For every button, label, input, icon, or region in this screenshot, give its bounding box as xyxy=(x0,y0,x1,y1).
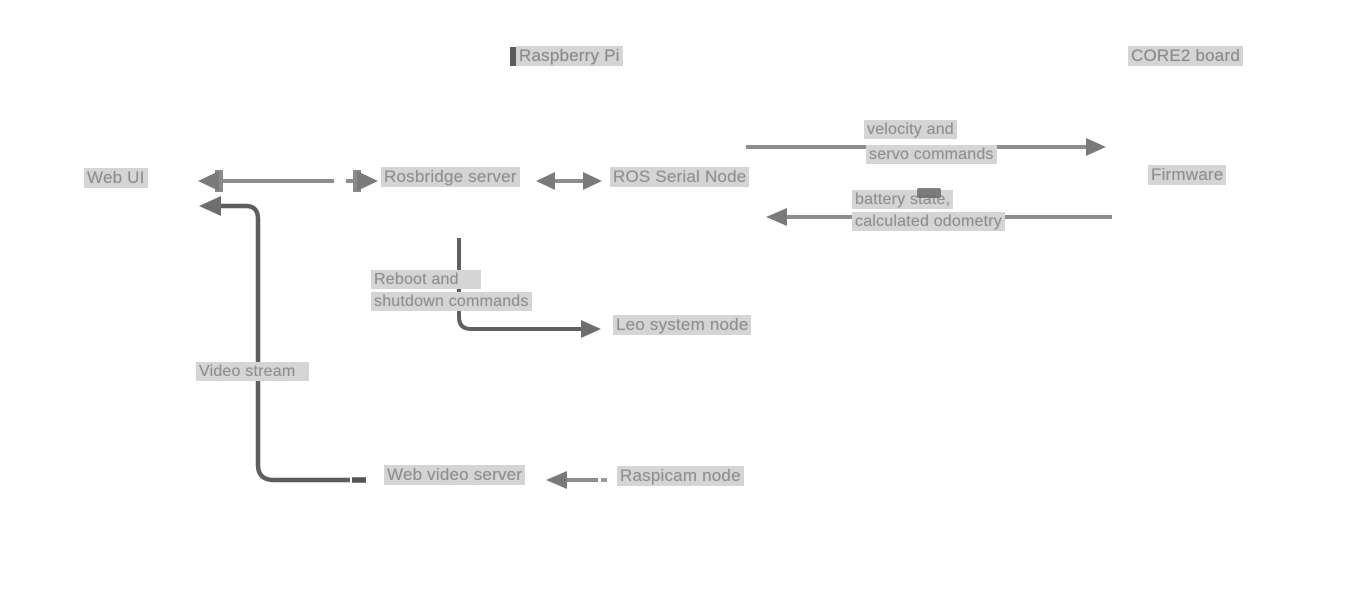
arrowhead-left-icon xyxy=(198,171,219,191)
edge-label-reboot-line1: Reboot and xyxy=(371,270,481,289)
node-web-video-server: Web video server xyxy=(384,465,526,485)
arrow-webui-rosbridge-bidirectional xyxy=(198,170,378,192)
arrow-rosbridge-to-leosystem xyxy=(457,238,601,338)
arrowhead-right-icon xyxy=(581,320,601,338)
node-raspicam-node: Raspicam node xyxy=(617,466,744,486)
arrowhead-right-icon xyxy=(357,171,378,191)
arrow-webvideo-to-webui xyxy=(199,196,366,483)
node-rosbridge-server: Rosbridge server xyxy=(381,167,520,187)
node-firmware: Firmware xyxy=(1148,165,1227,185)
node-leo-system-node: Leo system node xyxy=(613,315,752,335)
node-web-ui: Web UI xyxy=(84,168,148,188)
edge-label-video-stream: Video stream xyxy=(196,362,310,381)
title-marker xyxy=(510,47,516,66)
group-title-core2-board: CORE2 board xyxy=(1128,46,1243,66)
artifact-mark xyxy=(917,188,941,198)
arrowhead-right-icon xyxy=(583,172,602,190)
arrow-raspicam-to-webvideo xyxy=(546,471,607,489)
arrow-rosbridge-rosserial-bidirectional xyxy=(536,172,602,190)
edge-label-reboot-line2: shutdown commands xyxy=(371,292,532,311)
group-title-raspberry-pi: Raspberry Pi xyxy=(516,46,623,66)
arrowhead-left-icon xyxy=(766,208,787,226)
arrowhead-right-icon xyxy=(1086,138,1106,156)
arrowhead-left-icon xyxy=(546,471,567,489)
edge-label-velocity-line1: velocity and xyxy=(864,120,957,139)
arrowhead-left-icon xyxy=(536,172,555,190)
edge-label-battery-line2: calculated odometry xyxy=(852,212,1005,231)
node-ros-serial-node: ROS Serial Node xyxy=(610,167,750,187)
edge-label-velocity-line2: servo commands xyxy=(866,145,997,164)
arrowhead-left-icon xyxy=(199,196,221,216)
